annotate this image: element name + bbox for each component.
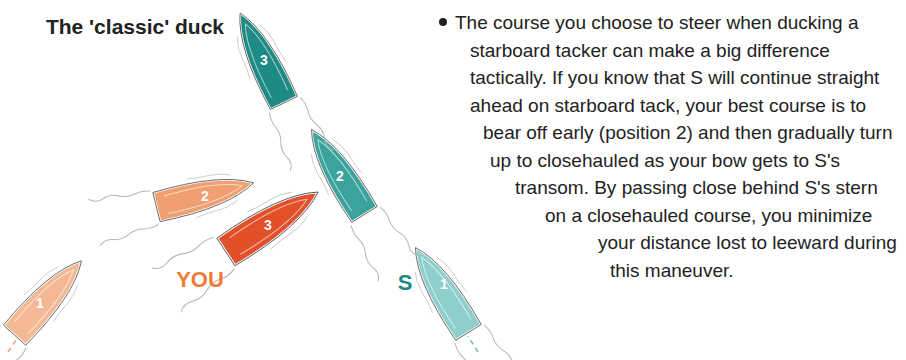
- boat-name: YOU: [176, 268, 224, 292]
- wrap-spacer: [430, 174, 515, 202]
- wrap-spacer: [430, 9, 455, 37]
- callout-number: 1: [440, 277, 448, 291]
- callout-number: 1: [36, 296, 44, 310]
- wrap-spacer: [430, 257, 610, 285]
- explanation-text: The course you choose to steer when duck…: [455, 12, 897, 281]
- boat-name: S: [398, 271, 413, 295]
- callout-number: 2: [201, 189, 209, 203]
- wrap-spacer: [430, 147, 490, 175]
- wrap-spacer: [430, 64, 445, 92]
- wrap-spacer: [430, 202, 545, 230]
- wrap-spacer: [430, 119, 483, 147]
- callout-number: 3: [260, 53, 268, 67]
- wrap-spacer: [430, 37, 440, 65]
- wrap-spacer: [430, 229, 598, 257]
- wrap-spacer: [430, 284, 615, 312]
- callout-number: 3: [264, 218, 272, 232]
- callout-number: 2: [336, 169, 344, 183]
- text-block: The course you choose to steer when duck…: [430, 9, 898, 339]
- wrap-spacer: [430, 92, 470, 120]
- wrap-spacer: [430, 312, 600, 340]
- heading: The 'classic' duck: [40, 14, 230, 39]
